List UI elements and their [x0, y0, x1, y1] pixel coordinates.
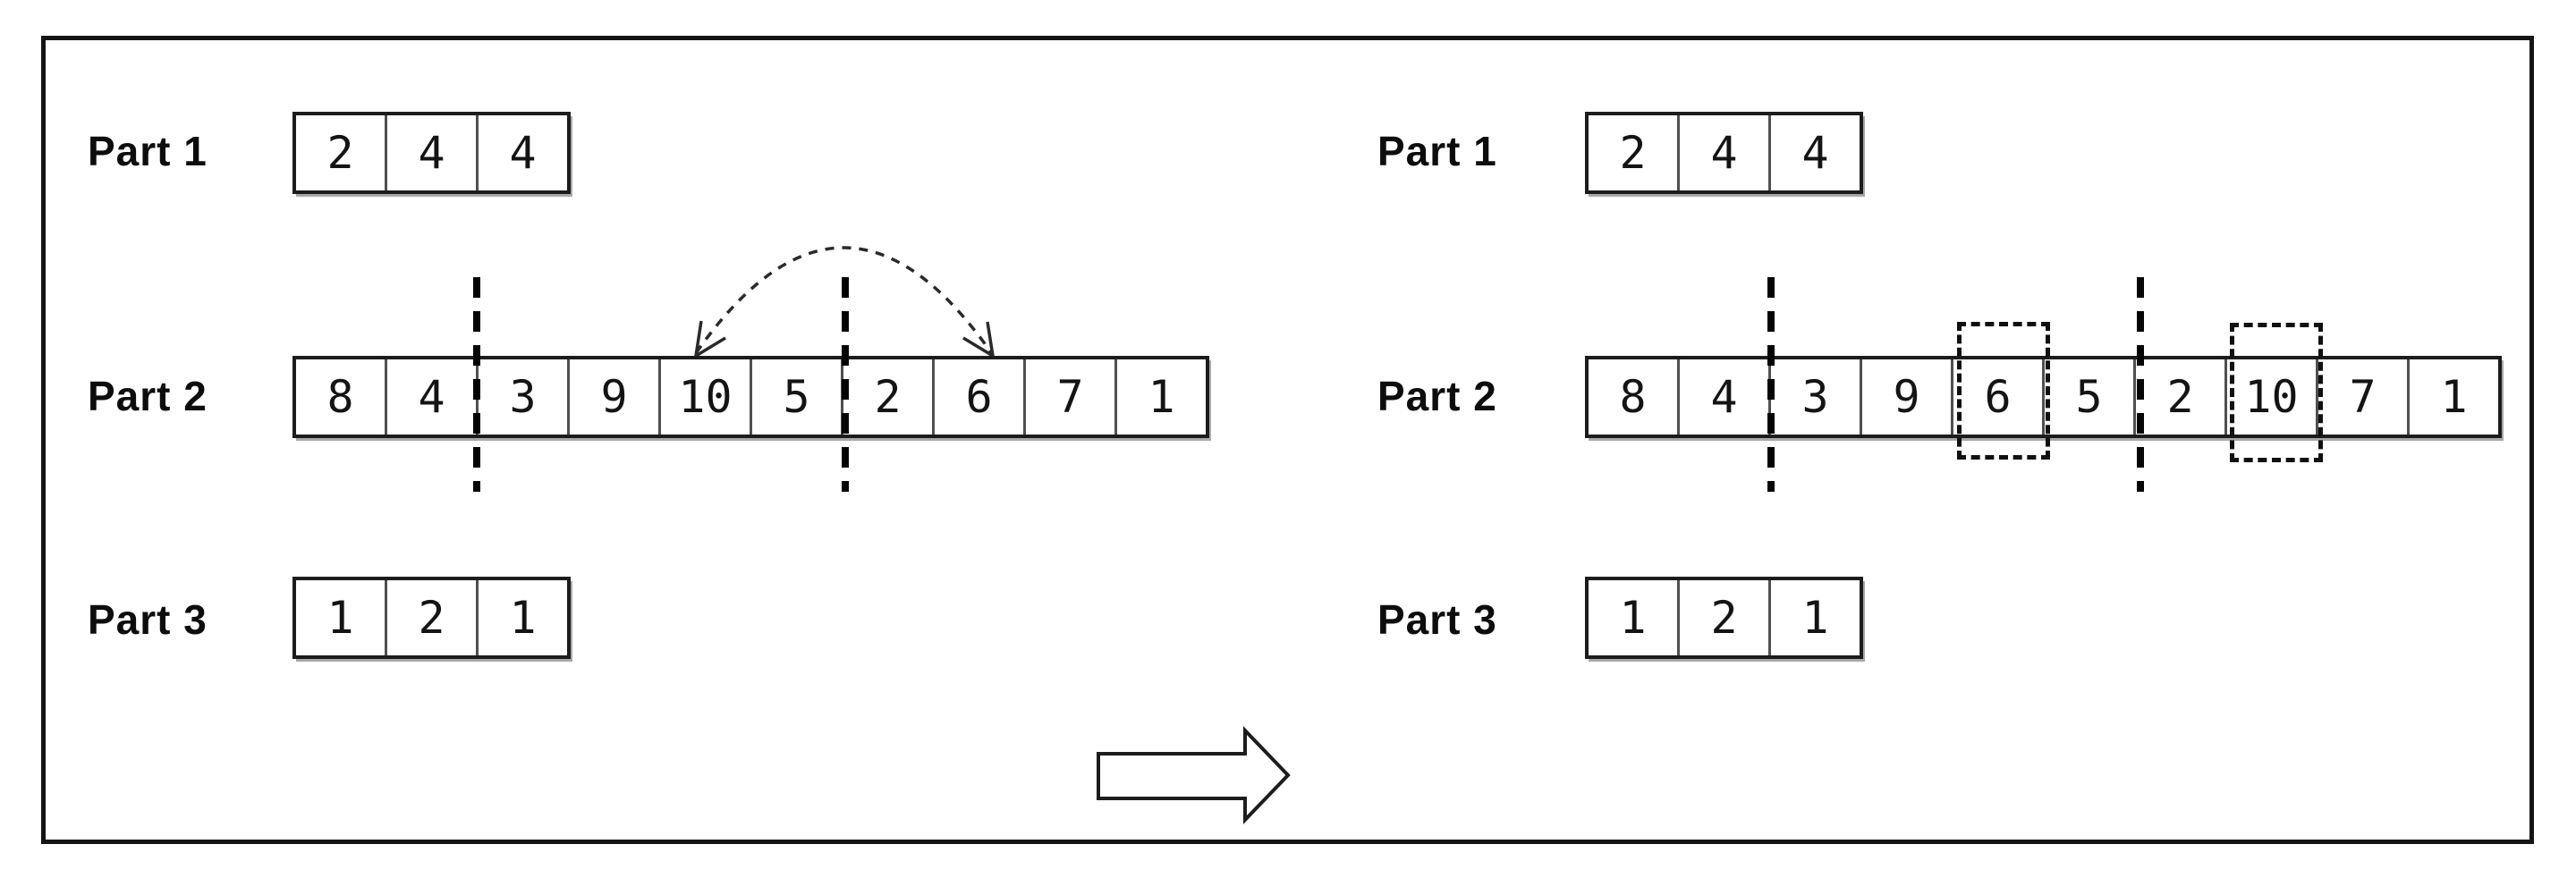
segment-cut-line: [2137, 277, 2144, 492]
array-cell: 6: [932, 359, 1023, 435]
array-cell: 7: [2316, 359, 2407, 435]
array-cell: 8: [1589, 359, 1677, 435]
swap-arc-arrowhead-left-icon: [693, 320, 726, 359]
array-cell: 4: [1677, 359, 1768, 435]
array-cell: 3: [1768, 359, 1860, 435]
figure-border: Part 1 2 4 4 Part 2 8 4 3 9 10 5 2 6 7 1…: [41, 36, 2534, 844]
swap-arc-arrowhead-right-icon: [962, 321, 996, 359]
array-cell: 4: [385, 115, 476, 190]
array-cell: 2: [385, 580, 476, 655]
swapped-value-highlight-box: [1957, 322, 2050, 460]
label-part2-left: Part 2: [88, 373, 208, 419]
array-cell: 5: [750, 359, 841, 435]
transition-arrow-icon: [1097, 726, 1291, 824]
array-cell: 10: [2224, 359, 2316, 435]
array-cell: 9: [567, 359, 658, 435]
segment-cut-line: [473, 277, 480, 492]
array-cell: 8: [296, 359, 385, 435]
array-cell: 1: [296, 580, 385, 655]
array-cell: 1: [2407, 359, 2498, 435]
array-part1-left: 2 4 4: [292, 112, 571, 194]
array-cell: 4: [385, 359, 476, 435]
array-cell: 2: [1677, 580, 1768, 655]
swapped-value-highlight-box: [2230, 323, 2323, 462]
swap-arc-icon: [694, 246, 995, 356]
array-cell: 2: [841, 359, 932, 435]
array-cell: 7: [1023, 359, 1114, 435]
array-cell: 4: [1677, 115, 1768, 190]
array-part3-right: 1 2 1: [1585, 577, 1863, 659]
array-cell: 2: [2133, 359, 2224, 435]
array-cell: 1: [476, 580, 567, 655]
label-part3-left: Part 3: [88, 596, 208, 643]
array-part1-right: 2 4 4: [1585, 112, 1863, 194]
array-cell: 2: [296, 115, 385, 190]
array-cell: 1: [1768, 580, 1860, 655]
array-cell: 1: [1589, 580, 1677, 655]
segment-cut-line: [842, 277, 849, 492]
array-cell: 10: [658, 359, 750, 435]
array-cell: 1: [1114, 359, 1206, 435]
segment-cut-line: [1767, 277, 1775, 492]
label-part1-right: Part 1: [1377, 128, 1497, 174]
array-cell: 9: [1860, 359, 1951, 435]
array-cell: 2: [1589, 115, 1677, 190]
array-cell: 3: [476, 359, 567, 435]
label-part1-left: Part 1: [88, 128, 208, 174]
array-part2-left: 8 4 3 9 10 5 2 6 7 1: [292, 356, 1209, 438]
label-part2-right: Part 2: [1377, 373, 1497, 419]
array-cell: 4: [1768, 115, 1860, 190]
array-part3-left: 1 2 1: [292, 577, 571, 659]
array-part2-right: 8 4 3 9 6 5 2 10 7 1: [1585, 356, 2502, 438]
array-cell: 6: [1951, 359, 2042, 435]
array-cell: 5: [2042, 359, 2133, 435]
array-cell: 4: [476, 115, 567, 190]
label-part3-right: Part 3: [1377, 596, 1497, 643]
